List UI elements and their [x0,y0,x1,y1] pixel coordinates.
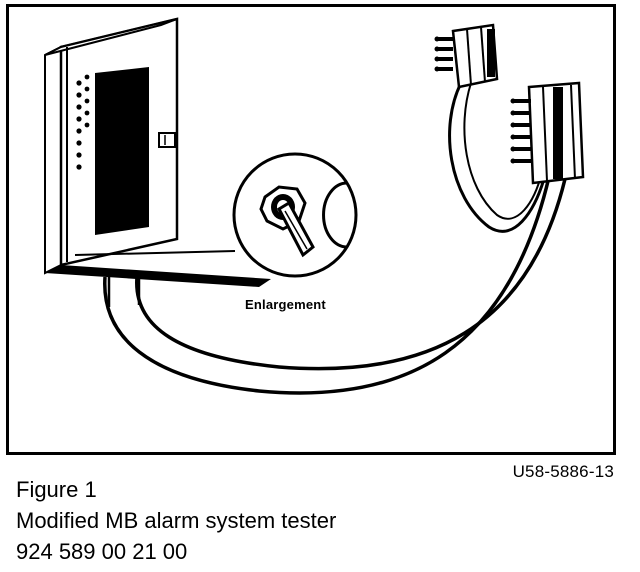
tester-illustration [44,17,585,395]
figure-caption: Figure 1 Modified MB alarm system tester… [16,474,336,567]
upper-connector-pins [434,36,453,72]
enlargement-label: Enlargement [245,297,326,312]
lower-connector-pins [510,98,531,164]
lower-connector [510,81,585,185]
upper-connector [434,23,499,89]
tester-box [44,17,271,287]
caption-description: Modified MB alarm system tester [16,508,337,533]
tester-display-panel [95,67,149,235]
tester-contact-pins [76,74,90,170]
figure-frame: Enlargement [6,4,616,455]
test-cables [103,82,567,395]
caption-part-number: 924 589 00 21 00 [16,539,188,564]
enlargement-view [232,152,358,278]
part-code: U58-5886-13 [512,462,614,481]
caption-title: Figure 1 [16,477,97,502]
tester-toggle-switch [158,132,176,148]
